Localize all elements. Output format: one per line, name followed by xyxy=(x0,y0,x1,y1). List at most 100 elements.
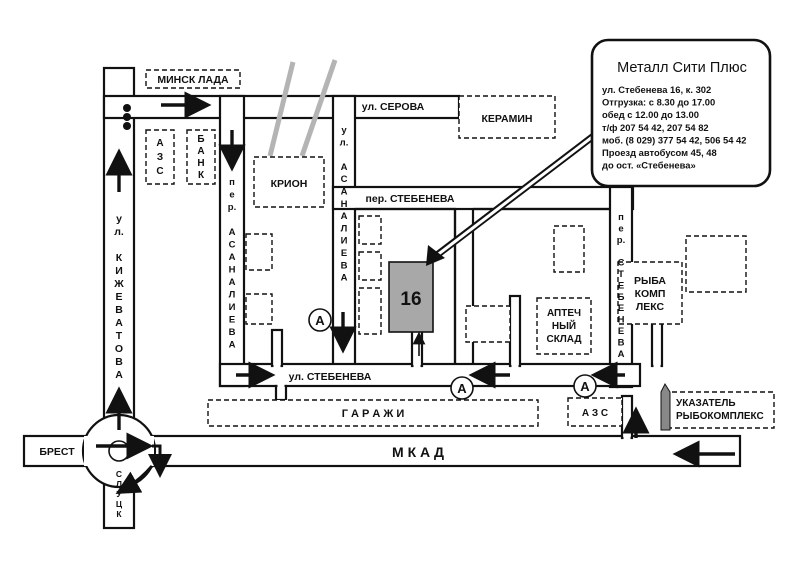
vertical-letter: В xyxy=(229,327,236,338)
building-krion xyxy=(253,156,325,208)
building-keramin xyxy=(458,95,556,139)
text-line: АПТЕЧ xyxy=(547,308,581,319)
vertical-letter: А xyxy=(229,340,236,351)
vertical-letter: С xyxy=(341,174,348,185)
traffic-arrows xyxy=(96,91,735,468)
vertical-letter: Н xyxy=(341,199,348,210)
vertical-letter: В xyxy=(115,304,123,316)
building-small-7 xyxy=(465,305,511,343)
road-driveway-3 xyxy=(508,294,522,368)
vertical-letter: А xyxy=(229,227,236,238)
street-stebeneva-lane-label: пер. СТЕБЕНЕВА xyxy=(366,193,455,205)
vertical-letter: В xyxy=(341,260,348,271)
text-line: РЫБА xyxy=(634,275,666,287)
building-bank xyxy=(186,129,216,185)
building-small-5 xyxy=(358,287,382,335)
vertical-letter: А xyxy=(197,146,204,157)
vertical-letter: р. xyxy=(617,235,625,246)
vertical-letter: Т xyxy=(618,269,624,280)
vertical-letter: А xyxy=(341,273,348,284)
vertical-letter: л. xyxy=(340,137,349,148)
vertical-letter: Е xyxy=(618,326,624,337)
vertical-letter: И xyxy=(115,265,123,277)
text-line: ул. Стебенева 16, к. 302 xyxy=(602,84,711,95)
building-azs xyxy=(145,129,175,185)
callout-arrow xyxy=(426,125,607,266)
vertical-letter: В xyxy=(115,356,123,368)
target-building-16[interactable] xyxy=(388,261,434,333)
road-azs-link xyxy=(620,394,634,440)
vertical-letter: К xyxy=(116,252,123,264)
krion-label: КРИОН xyxy=(271,178,308,190)
info-title: Металл Сити Плюс xyxy=(617,60,747,76)
target-building-number: 16 xyxy=(400,289,421,310)
vertical-letter: И xyxy=(341,236,348,247)
building-small-2 xyxy=(245,293,273,325)
bus-stop-1 xyxy=(308,308,332,332)
vertical-letter: С xyxy=(618,258,625,269)
vertical-letter: З xyxy=(157,152,163,163)
vertical-letter: В xyxy=(618,337,625,348)
vertical-letter: Е xyxy=(341,248,347,259)
vertical-letter: О xyxy=(115,343,123,355)
roundabout-arrows xyxy=(115,444,172,494)
text-line: РЫБОКОМПЛЕКС xyxy=(676,411,764,422)
vertical-letter: Е xyxy=(618,280,624,291)
bus-stop-3 xyxy=(573,374,597,398)
text-line: ЛЕКС xyxy=(636,301,665,313)
buildings xyxy=(145,69,775,429)
bus-stop-3-label: А xyxy=(580,379,590,394)
vertical-letter: А xyxy=(341,162,348,173)
vertical-letter: А xyxy=(156,138,163,149)
vertical-letter: п xyxy=(229,177,235,188)
vertical-letter: Е xyxy=(618,303,624,314)
building-small-6 xyxy=(553,225,585,273)
pointer-sign-pole xyxy=(660,382,671,431)
street-stebeneva-label: ул. СТЕБЕНЕВА xyxy=(289,371,372,383)
text-line: Проезд автобусом 45, 48 xyxy=(602,147,717,158)
vertical-letter: п xyxy=(618,212,624,223)
vertical-letter: С xyxy=(116,469,122,479)
info-box: Металл Сити Плюс ул. Стебенева 16, к. 30… xyxy=(590,38,772,188)
vertical-letter: Е xyxy=(115,291,122,303)
building-small-8 xyxy=(685,235,747,293)
vertical-letter: И xyxy=(229,302,236,313)
text-line: до ост. «Стебенева» xyxy=(602,160,696,171)
vertical-letter: Ц xyxy=(116,499,123,509)
vertical-letter: А xyxy=(229,252,236,263)
vertical-letter: Е xyxy=(229,315,235,326)
vertical-letter: Н xyxy=(197,158,204,169)
brest-label: БРЕСТ xyxy=(39,446,75,458)
bus-stop-2-label: А xyxy=(457,381,467,396)
vertical-letter: А xyxy=(341,211,348,222)
railway-lines xyxy=(267,59,338,157)
vertical-letter: Л xyxy=(116,479,122,489)
bus-stops: А А А xyxy=(308,308,597,400)
building-azs-bottom xyxy=(567,397,623,427)
vertical-letter: Б xyxy=(618,292,625,303)
building-small-4 xyxy=(358,251,382,281)
text-line: моб. (8 029) 377 54 42, 506 54 42 xyxy=(602,134,746,145)
text-line: КОМП xyxy=(635,288,666,300)
garages-label: Г А Р А Ж И xyxy=(342,408,405,420)
vertical-letter: А xyxy=(115,317,123,329)
vertical-letter: л. xyxy=(114,226,124,238)
vertical-letter: Н xyxy=(229,265,236,276)
vertical-letter: Ж xyxy=(113,278,124,290)
vertical-letter: е xyxy=(618,223,623,234)
azs-label: АЗС xyxy=(156,138,163,177)
text-line: Отгрузка: с 8.30 до 17.00 xyxy=(602,97,715,108)
text-line: т/ф 207 54 42, 207 54 82 xyxy=(602,122,709,133)
text-line: обед с 12.00 до 13.00 xyxy=(602,109,699,120)
road-driveway-2 xyxy=(410,328,424,368)
building-minsk-lada xyxy=(145,69,241,89)
